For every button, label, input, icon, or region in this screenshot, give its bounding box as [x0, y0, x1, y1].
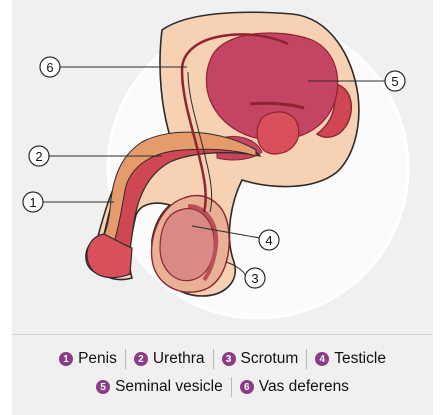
legend-badge: 5	[96, 380, 110, 394]
callout-2: 2	[29, 146, 49, 166]
legend-item-testicle: 4 Testicle	[315, 350, 386, 368]
legend-divider	[306, 349, 307, 369]
callout-5: 5	[385, 71, 405, 91]
legend: 1 Penis 2 Urethra 3 Scrotum 4 Testicle 5…	[12, 334, 433, 415]
callout-1: 1	[23, 192, 43, 212]
legend-label: Vas deferens	[259, 378, 349, 396]
legend-item-penis: 1 Penis	[59, 350, 117, 368]
legend-item-vas-deferens: 6 Vas deferens	[240, 378, 349, 396]
callout-3-number: 3	[251, 271, 258, 286]
callout-6-number: 6	[46, 60, 53, 75]
callout-4: 4	[259, 230, 279, 250]
callout-6: 6	[40, 57, 60, 77]
legend-badge: 4	[315, 352, 329, 366]
legend-row-2: 5 Seminal vesicle 6 Vas deferens	[12, 377, 433, 397]
anatomy-diagram: 6 5 2 1 4 3	[12, 0, 433, 334]
testicle	[160, 209, 214, 281]
seminal-vesicle	[257, 112, 299, 154]
legend-divider	[125, 349, 126, 369]
callout-2-number: 2	[35, 149, 42, 164]
legend-label: Penis	[78, 350, 117, 368]
legend-label: Scrotum	[241, 350, 299, 368]
legend-badge: 6	[240, 380, 254, 394]
legend-label: Seminal vesicle	[115, 378, 223, 396]
legend-item-seminal-vesicle: 5 Seminal vesicle	[96, 378, 223, 396]
legend-label: Urethra	[153, 350, 205, 368]
legend-item-urethra: 2 Urethra	[134, 350, 205, 368]
legend-badge: 2	[134, 352, 148, 366]
legend-badge: 3	[222, 352, 236, 366]
anatomy-figure: 6 5 2 1 4 3	[12, 0, 433, 334]
legend-divider	[213, 349, 214, 369]
callout-1-number: 1	[29, 195, 36, 210]
legend-item-scrotum: 3 Scrotum	[222, 350, 299, 368]
callout-4-number: 4	[265, 233, 272, 248]
legend-divider	[231, 377, 232, 397]
legend-badge: 1	[59, 352, 73, 366]
callout-3: 3	[245, 268, 265, 288]
callout-5-number: 5	[391, 74, 398, 89]
legend-row-1: 1 Penis 2 Urethra 3 Scrotum 4 Testicle	[12, 349, 433, 369]
legend-label: Testicle	[334, 350, 386, 368]
